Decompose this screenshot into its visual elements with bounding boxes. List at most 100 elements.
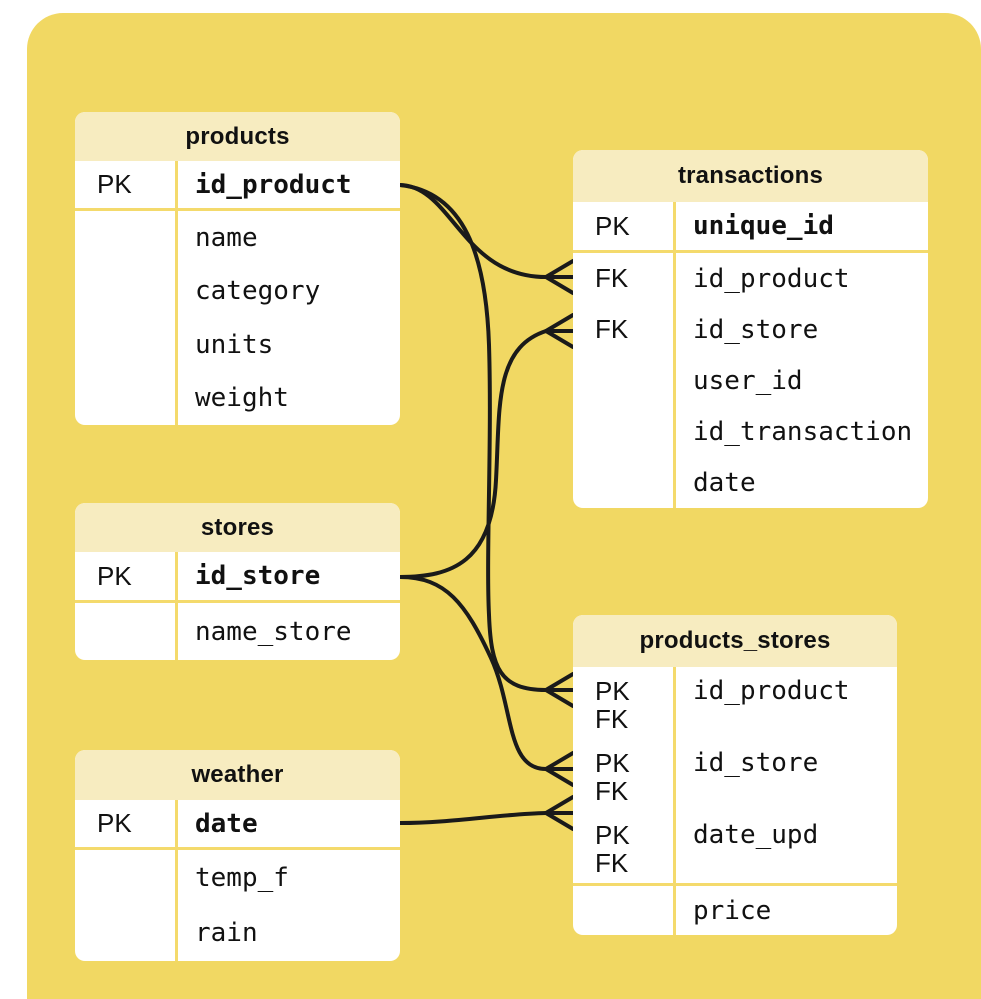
crows-foot-many-icon bbox=[544, 313, 575, 349]
attribute-rows-section: name_store bbox=[75, 600, 400, 660]
key-cell bbox=[75, 211, 178, 265]
field-name: id_product bbox=[693, 676, 850, 706]
table-row: FK id_store bbox=[573, 304, 928, 355]
key-cell bbox=[75, 264, 178, 318]
table-row: id_transaction bbox=[573, 406, 928, 457]
relationship-products-id_product-to-transactions-id_product bbox=[398, 183, 575, 295]
table-row: rain bbox=[75, 905, 400, 961]
table-row: user_id bbox=[573, 355, 928, 406]
key-cell bbox=[573, 406, 676, 457]
key-label: FK bbox=[595, 848, 629, 878]
field-name: user_id bbox=[693, 365, 803, 396]
key-rows-section: PK id_product bbox=[75, 161, 400, 208]
field-name: id_transaction bbox=[693, 416, 913, 447]
relationship-line bbox=[398, 329, 575, 579]
key-cell: PK bbox=[573, 202, 676, 250]
field-name: name bbox=[195, 222, 258, 253]
key-label: FK bbox=[595, 263, 629, 293]
key-label: FK bbox=[595, 776, 629, 806]
table-row: category bbox=[75, 264, 400, 318]
relationship-line bbox=[398, 575, 575, 771]
field-name: temp_f bbox=[195, 862, 289, 893]
field-name: date_upd bbox=[693, 820, 819, 850]
field-name: unique_id bbox=[693, 211, 834, 241]
key-cell bbox=[75, 371, 178, 425]
field-name: rain bbox=[195, 918, 258, 949]
relationship-line bbox=[398, 811, 575, 825]
key-label: PK bbox=[97, 808, 132, 838]
relationship-products-id_product-to-products_stores-id_product bbox=[398, 183, 575, 708]
attribute-rows-section: name category units weight bbox=[75, 208, 400, 425]
field-name: weight bbox=[195, 383, 289, 414]
field-name: price bbox=[693, 895, 772, 926]
table-row: temp_f bbox=[75, 850, 400, 906]
key-cell: FK bbox=[573, 304, 676, 355]
table-row: price bbox=[573, 886, 897, 935]
key-cell bbox=[573, 886, 676, 935]
table-title: products bbox=[75, 112, 400, 161]
field-name: id_store bbox=[195, 561, 321, 591]
table-row: PK date bbox=[75, 800, 400, 847]
crows-foot-many-icon bbox=[544, 259, 575, 295]
table-row: date bbox=[573, 457, 928, 508]
key-cell bbox=[573, 457, 676, 508]
key-cell: PK bbox=[75, 800, 178, 847]
table-title: transactions bbox=[573, 150, 928, 202]
table-row: FK id_product bbox=[573, 253, 928, 304]
key-label: PK bbox=[595, 676, 630, 706]
key-cell: PK bbox=[75, 161, 178, 208]
relationship-line bbox=[398, 183, 575, 692]
field-name: id_product bbox=[195, 169, 352, 200]
table-title: stores bbox=[75, 503, 400, 552]
key-label: PK bbox=[97, 169, 132, 199]
key-label: PK bbox=[595, 820, 630, 850]
relationship-line bbox=[398, 183, 575, 279]
key-rows-section: PK id_store bbox=[75, 552, 400, 600]
table-title: weather bbox=[75, 750, 400, 800]
field-name: name_store bbox=[195, 616, 352, 647]
attribute-rows-section: price bbox=[573, 883, 897, 935]
field-name: id_product bbox=[693, 263, 850, 294]
key-cell: FK bbox=[573, 253, 676, 304]
key-rows-section: PK unique_id bbox=[573, 202, 928, 250]
relationship-stores-id_store-to-products_stores-id_store bbox=[398, 575, 575, 787]
key-cell bbox=[75, 603, 178, 660]
field-name: units bbox=[195, 329, 274, 360]
crows-foot-many-icon bbox=[544, 795, 575, 831]
table-title: products_stores bbox=[573, 615, 897, 667]
crows-foot-many-icon bbox=[544, 751, 575, 787]
table-row: name_store bbox=[75, 603, 400, 660]
relationship-weather-date-to-products_stores-date_upd bbox=[398, 795, 575, 831]
key-label: PK bbox=[97, 560, 132, 591]
key-cell bbox=[573, 355, 676, 406]
key-rows-section: PK date bbox=[75, 800, 400, 847]
field-name: date bbox=[195, 808, 258, 839]
table-row: weight bbox=[75, 371, 400, 425]
key-label: FK bbox=[595, 704, 629, 734]
key-cell bbox=[75, 850, 178, 906]
table-row: name bbox=[75, 211, 400, 265]
relationship-stores-id_store-to-transactions-id_store bbox=[398, 313, 575, 579]
field-name: id_store bbox=[693, 314, 819, 345]
field-name: category bbox=[195, 276, 321, 307]
key-label: FK bbox=[595, 314, 629, 344]
field-name: date bbox=[693, 467, 756, 498]
table-row: PK id_product bbox=[75, 161, 400, 208]
key-label: PK bbox=[595, 748, 630, 778]
table-row: PK id_store bbox=[75, 552, 400, 600]
table-row: units bbox=[75, 318, 400, 372]
crows-foot-many-icon bbox=[544, 672, 575, 708]
table-row: PK unique_id bbox=[573, 202, 928, 250]
